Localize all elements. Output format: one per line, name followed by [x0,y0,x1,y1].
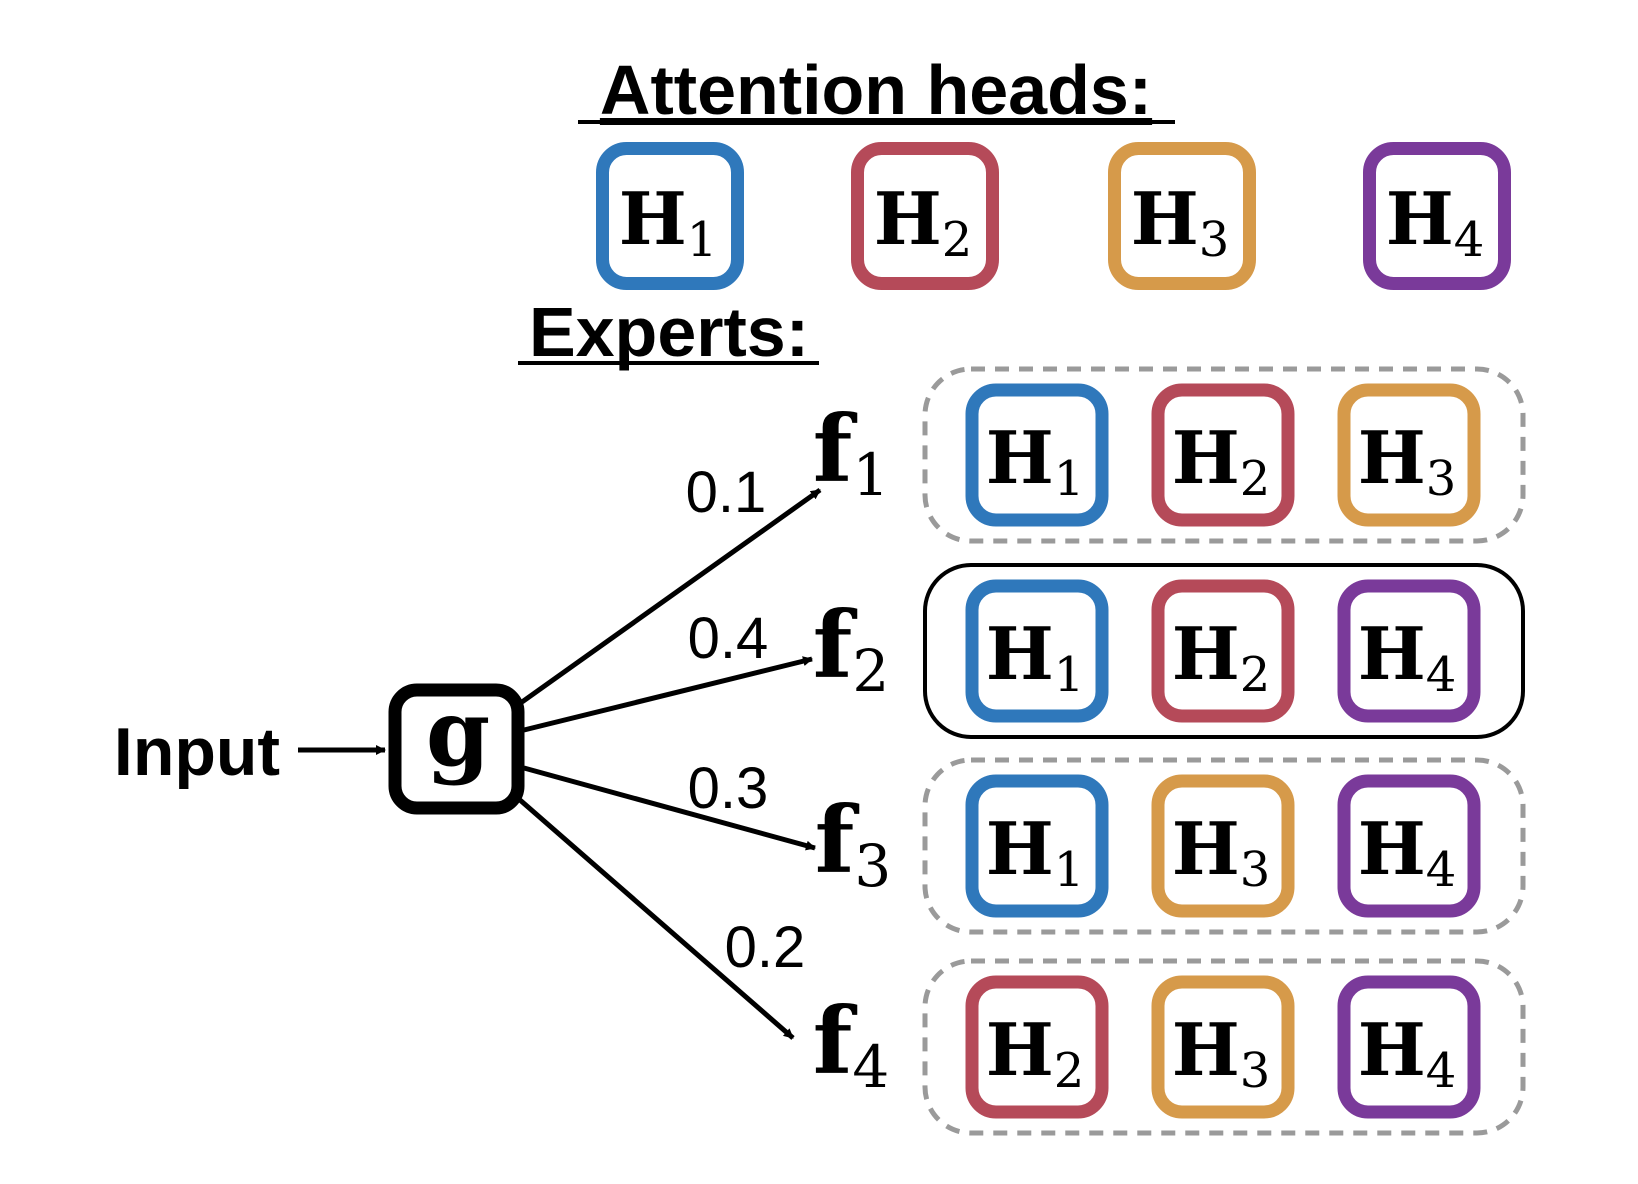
gate-label: g [426,679,490,787]
expert-2-head-2-label: H2 [1172,611,1271,703]
attention-head-2-label: H2 [874,176,973,268]
expert-1-head-2: H2 [1151,383,1295,527]
expert-4-label: f4 [813,987,889,1101]
expert-3-head-1-label: H1 [986,806,1085,898]
expert-2-head-4-frame [1337,579,1481,723]
expert-4-head-2-frame [965,975,1109,1119]
routing-weight-3: 0.3 [688,756,769,821]
expert-3-head-3-label: H3 [1172,806,1271,898]
routing-arrow-2 [523,656,813,733]
expert-1-head-1: H1 [965,383,1109,527]
attention-head-2: H2 [851,142,999,290]
expert-1-head-3: H3 [1337,383,1481,527]
expert-1-label: f1 [813,395,889,509]
expert-1-dashed-outline [922,366,1526,544]
expert-4-dashed-outline [922,958,1526,1136]
expert-4-head-3-label: H3 [1172,1007,1271,1099]
attention-head-1: H1 [596,142,744,290]
expert-2-head-4-label: H4 [1358,611,1457,703]
expert-2-head-1: H1 [965,579,1109,723]
expert-4-head-2-label: H2 [986,1007,1085,1099]
routing-weight-4: 0.2 [725,915,806,980]
expert-2-selected-outline [923,563,1525,739]
expert-1-head-2-frame [1151,383,1295,527]
routing-arrow-3 [523,765,816,851]
expert-3-head-4: H4 [1337,774,1481,918]
routing-group: 0.1 0.4 0.3 0.2 [518,460,822,1040]
routing-weight-1: 0.1 [686,460,767,525]
expert-3-head-4-label: H4 [1358,806,1457,898]
experts-title: Experts: [529,293,809,371]
attention-head-3-label: H3 [1131,176,1230,268]
expert-3-head-4-frame [1337,774,1481,918]
expert-2-head-2-frame [1151,579,1295,723]
expert-1-head-1-label: H1 [986,415,1085,507]
attention-heads-row: H1 H2 H3 H4 [596,142,1511,290]
expert-2-head-2: H2 [1151,579,1295,723]
attention-head-1-frame [596,142,744,290]
routing-arrow-4 [518,798,795,1040]
expert-3-head-1-frame [965,774,1109,918]
attention-head-4: H4 [1363,142,1511,290]
expert-4: f4 H2 H3 H4 [813,958,1526,1136]
routing-weight-2: 0.4 [688,606,769,671]
expert-1-head-3-label: H3 [1358,415,1457,507]
expert-1-head-2-label: H2 [1172,415,1271,507]
expert-2-head-1-frame [965,579,1109,723]
attention-head-3: H3 [1108,142,1256,290]
gate-box [388,683,525,815]
attention-head-2-frame [851,142,999,290]
expert-1: f1 H1 H2 H3 [813,366,1526,544]
expert-4-head-4-label: H4 [1358,1007,1457,1099]
attention-head-3-frame [1108,142,1256,290]
routing-arrow-1 [520,487,822,705]
expert-3: f3 H1 H3 H4 [815,757,1526,935]
expert-1-head-1-frame [965,383,1109,527]
attention-head-1-label: H1 [619,176,718,268]
expert-4-head-2: H2 [965,975,1109,1119]
expert-4-head-3: H3 [1151,975,1295,1119]
expert-3-head-3: H3 [1151,774,1295,918]
input-label: Input [114,714,280,790]
expert-3-dashed-outline [922,757,1526,935]
attention-head-4-frame [1363,142,1511,290]
expert-2-label: f2 [813,591,889,705]
expert-3-head-3-frame [1151,774,1295,918]
expert-2: f2 H1 H2 H4 [813,563,1525,739]
attention-heads-title: Attention heads: [600,51,1152,129]
expert-4-head-4: H4 [1337,975,1481,1119]
expert-1-head-3-frame [1337,383,1481,527]
attention-head-4-label: H4 [1386,176,1485,268]
expert-4-head-3-frame [1151,975,1295,1119]
expert-2-head-4: H4 [1337,579,1481,723]
expert-3-head-1: H1 [965,774,1109,918]
expert-3-label: f3 [815,786,891,900]
expert-4-head-4-frame [1337,975,1481,1119]
expert-2-head-1-label: H1 [986,611,1085,703]
